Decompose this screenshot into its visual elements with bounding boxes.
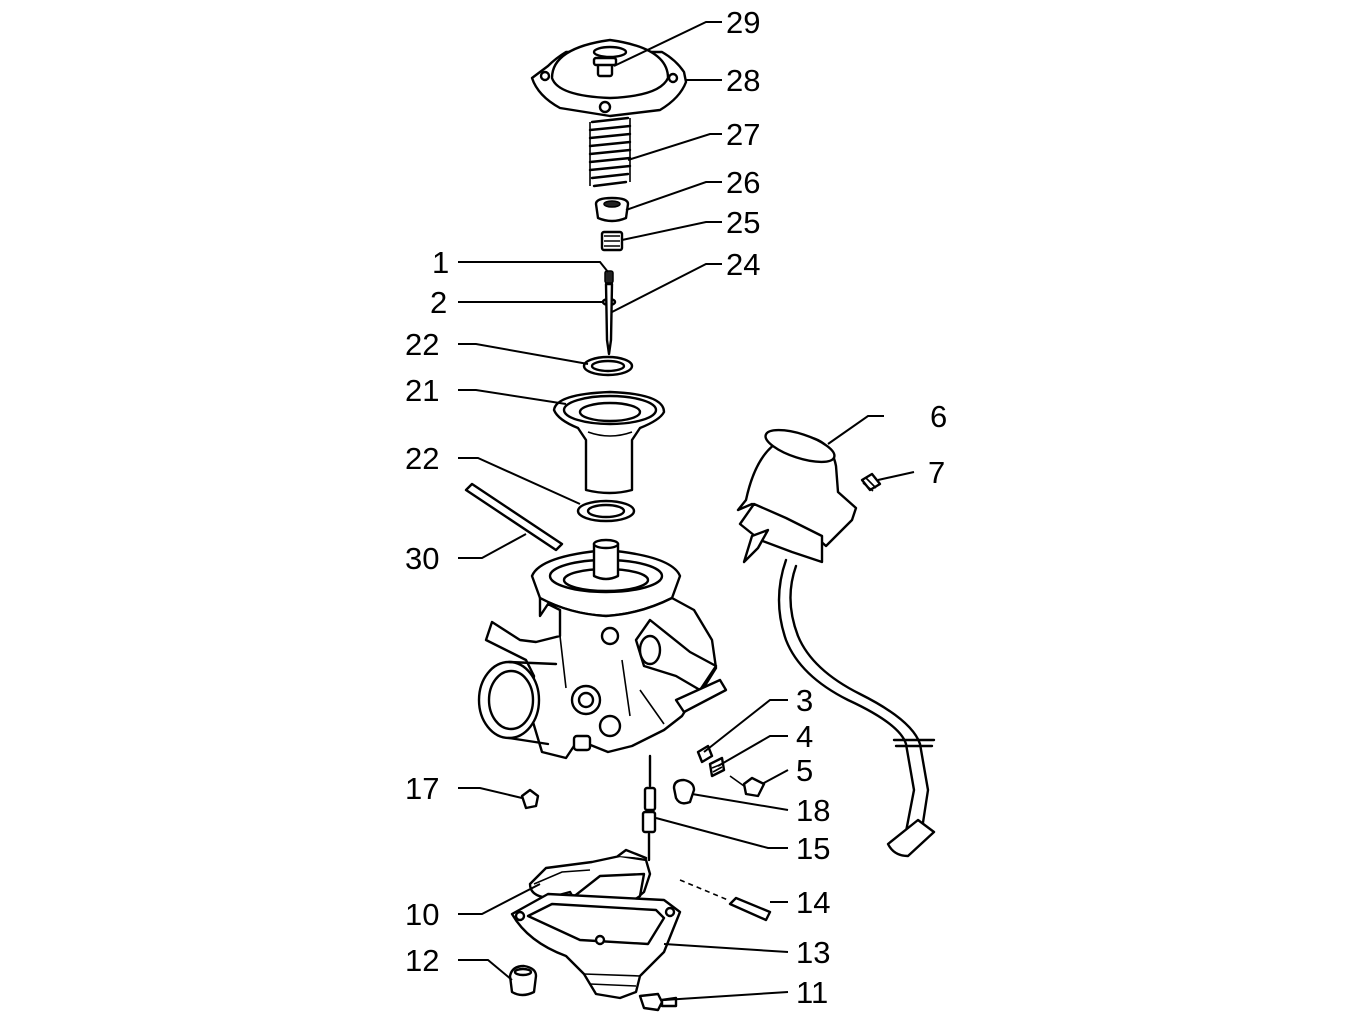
part-plug-18 bbox=[672, 778, 696, 805]
part-plug-17 bbox=[520, 788, 540, 810]
callout-26: 26 bbox=[726, 165, 760, 200]
callout-25: 25 bbox=[726, 205, 760, 240]
callout-15: 15 bbox=[796, 831, 830, 866]
callout-2: 2 bbox=[430, 285, 447, 320]
part-drain-plug bbox=[508, 964, 538, 997]
part-washer-upper bbox=[582, 355, 634, 377]
part-bowl-screw bbox=[638, 992, 678, 1012]
part-washer-lower bbox=[576, 499, 636, 523]
part-spring bbox=[588, 116, 632, 188]
callout-24: 24 bbox=[726, 247, 760, 282]
leader-lines bbox=[458, 21, 915, 1001]
part-carburetor-body bbox=[477, 538, 728, 760]
callout-5: 5 bbox=[796, 753, 813, 788]
parts-drawing bbox=[464, 38, 936, 1012]
callout-labels: 29 28 27 26 25 1 24 2 22 21 6 7 22 30 3 … bbox=[405, 5, 947, 1010]
part-starter-screw bbox=[860, 472, 882, 492]
callout-18: 18 bbox=[796, 793, 830, 828]
part-starter-unit bbox=[736, 428, 936, 858]
callout-7: 7 bbox=[928, 455, 945, 490]
callout-14: 14 bbox=[796, 885, 830, 920]
callout-13: 13 bbox=[796, 935, 830, 970]
part-float-bowl bbox=[510, 892, 682, 1000]
part-main-jet bbox=[641, 754, 657, 862]
callout-6: 6 bbox=[930, 399, 947, 434]
part-float-pin bbox=[679, 879, 772, 922]
part-needle-holder bbox=[600, 230, 624, 252]
callout-1: 1 bbox=[432, 245, 449, 280]
callout-4: 4 bbox=[796, 719, 813, 754]
callout-29: 29 bbox=[726, 5, 760, 40]
part-top-cover bbox=[530, 38, 688, 118]
part-vent-tube bbox=[464, 482, 564, 552]
callout-21: 21 bbox=[405, 373, 439, 408]
part-spring-seat bbox=[594, 196, 630, 223]
callout-11: 11 bbox=[796, 975, 828, 1010]
callout-12: 12 bbox=[405, 943, 439, 978]
callout-17: 17 bbox=[405, 771, 439, 806]
callout-27: 27 bbox=[726, 117, 760, 152]
part-idle-screws bbox=[696, 744, 766, 798]
part-cover-screw bbox=[592, 56, 618, 78]
callout-22-lower: 22 bbox=[405, 441, 439, 476]
callout-22-upper: 22 bbox=[405, 327, 439, 362]
part-diaphragm-piston bbox=[552, 390, 666, 495]
part-jet-needle bbox=[601, 270, 617, 356]
callout-28: 28 bbox=[726, 63, 760, 98]
callout-3: 3 bbox=[796, 683, 813, 718]
callout-30: 30 bbox=[405, 541, 439, 576]
callout-10: 10 bbox=[405, 897, 439, 932]
